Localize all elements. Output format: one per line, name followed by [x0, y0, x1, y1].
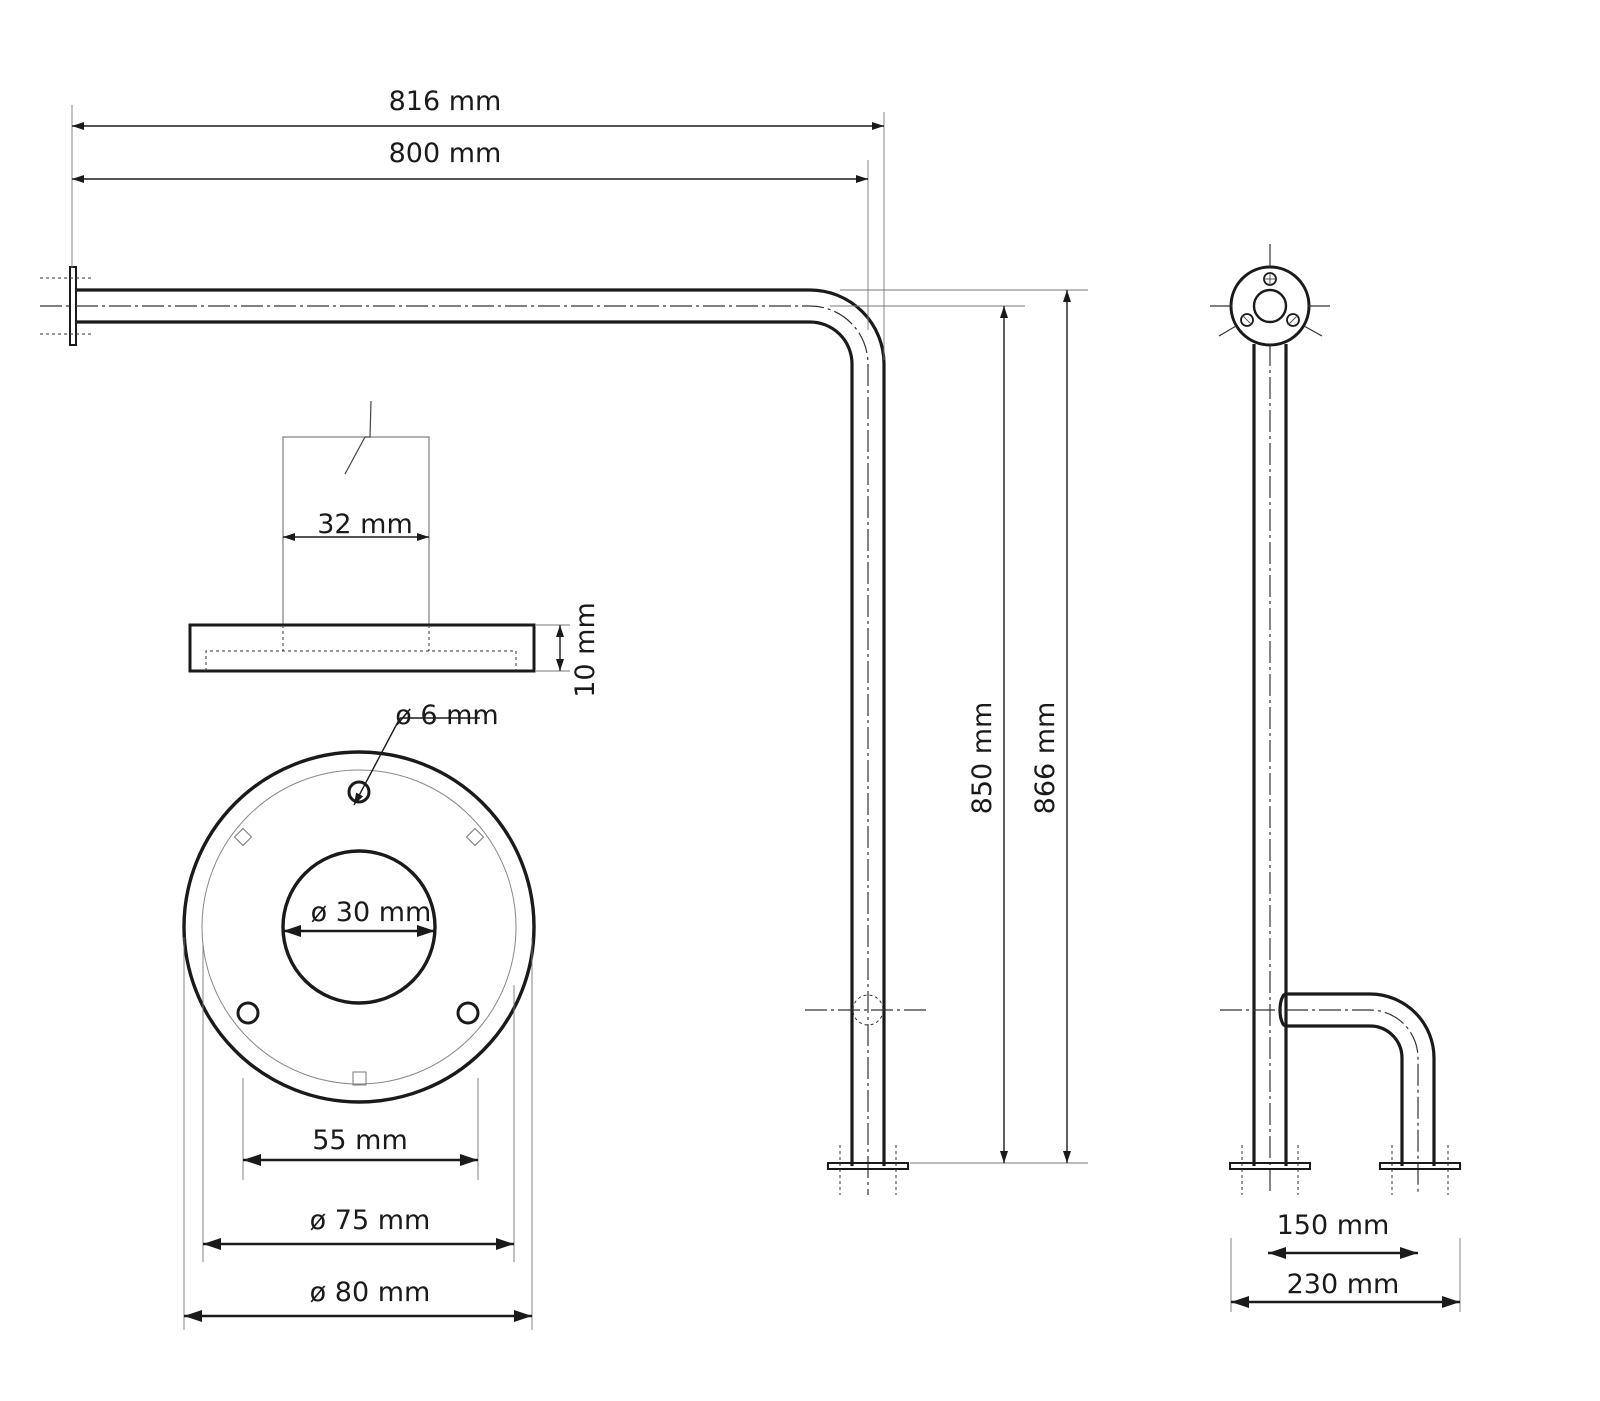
dim-tube-diameter: 32 mm	[283, 509, 429, 541]
label-screw-hole: ø 6 mm	[395, 700, 498, 731]
wall-flange	[69, 266, 77, 346]
side-view	[1210, 244, 1461, 1195]
label-centre-length: 800 mm	[389, 138, 502, 169]
dim-screw-hole: ø 6 mm	[353, 700, 499, 806]
label-leg-spacing: 150 mm	[1277, 1210, 1390, 1241]
rail-tube-inner	[76, 320, 854, 1166]
side-foot-left	[1229, 1162, 1311, 1170]
section-view	[188, 400, 536, 673]
break-mark	[344, 400, 372, 475]
dim-hole-spacing: 55 mm	[243, 1125, 478, 1166]
screw-hole-top	[347, 780, 371, 804]
dim-overall-width: 230 mm	[1231, 1269, 1460, 1308]
dim-centre-height: 850 mm	[967, 306, 1008, 1163]
label-overall-length: 816 mm	[389, 86, 502, 117]
dim-overall-length: 816 mm	[72, 86, 884, 130]
front-view	[40, 266, 930, 1195]
dim-leg-spacing: 150 mm	[1268, 1210, 1418, 1259]
label-tube-diameter: 32 mm	[317, 509, 413, 540]
dim-centre-length: 800 mm	[72, 138, 868, 183]
mounting-plate-profile	[188, 623, 536, 673]
plate-outline	[182, 750, 536, 1104]
screw-hole-right	[456, 1001, 480, 1025]
label-hole-spacing: 55 mm	[312, 1125, 408, 1156]
rail-tube-outer	[76, 288, 886, 1166]
label-plate-thickness: 10 mm	[570, 602, 601, 698]
floor-foot	[827, 1162, 909, 1170]
dim-hole-circle: ø 75 mm	[203, 1205, 514, 1250]
plate-bevel	[201, 769, 517, 1085]
label-tube-opening: ø 30 mm	[311, 897, 432, 928]
side-foot-right	[1379, 1162, 1461, 1170]
label-centre-height: 850 mm	[967, 702, 998, 815]
dim-tube-opening: ø 30 mm	[283, 897, 435, 937]
dim-overall-height: 866 mm	[1030, 290, 1071, 1163]
dim-plate-thickness: 10 mm	[536, 602, 601, 698]
label-hole-circle: ø 75 mm	[310, 1205, 431, 1236]
screw-hole-left	[236, 1001, 260, 1025]
label-overall-width: 230 mm	[1287, 1269, 1400, 1300]
side-flange-bore	[1252, 288, 1288, 324]
label-overall-height: 866 mm	[1030, 702, 1061, 815]
dim-plate-diameter: ø 80 mm	[184, 1277, 532, 1322]
support-leg-outer	[1286, 992, 1436, 1166]
support-leg-inner	[1286, 1024, 1404, 1166]
label-plate-diameter: ø 80 mm	[310, 1277, 431, 1308]
rail-centreline	[76, 305, 869, 1195]
